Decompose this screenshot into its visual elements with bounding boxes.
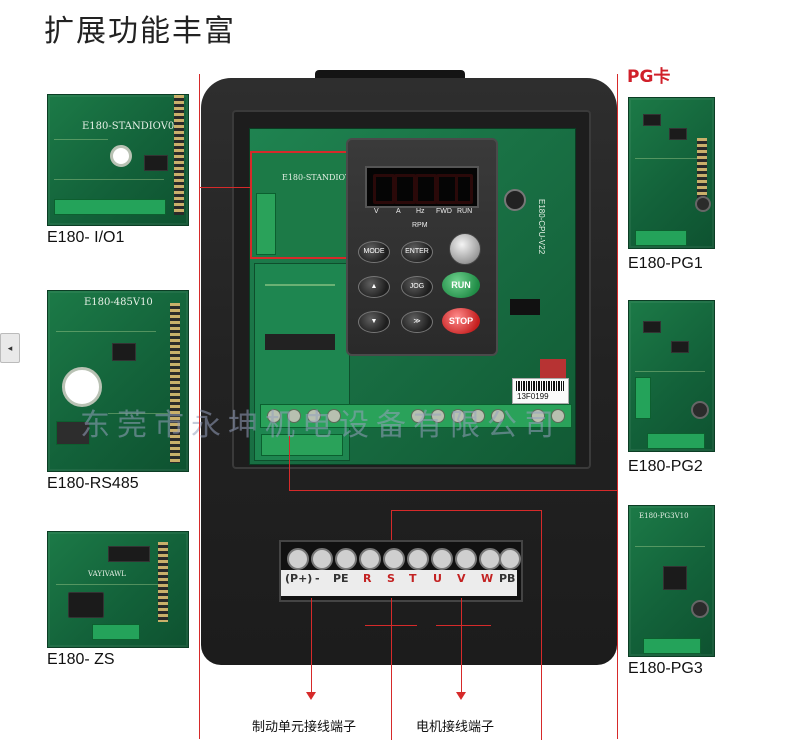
board-io1-mount-hole — [110, 145, 132, 167]
motor-arrow-icon — [456, 692, 466, 700]
board-pg2 — [628, 300, 715, 452]
guide-line-pg-drop — [289, 436, 290, 490]
indicator-fwd: FWD — [436, 208, 452, 215]
down-key[interactable]: ▼ — [358, 311, 390, 333]
guide-line-brake-box — [365, 625, 417, 626]
board-pg1-capacitor — [695, 196, 711, 212]
barcode-icon — [516, 381, 564, 391]
inset-lower-board — [254, 263, 350, 461]
board-io1-chip — [144, 155, 168, 171]
inset-io-silk: E180-STANDIOV01 — [282, 173, 361, 182]
indicator-hz: Hz — [416, 208, 425, 215]
board-rs485-label: E180-RS485 — [47, 475, 139, 492]
terminal-p-plus: (P+) — [285, 572, 313, 585]
board-io1-silk: E180-STANDIOV01 — [82, 121, 181, 132]
board-pg3: E180-PG3V10 — [628, 505, 715, 657]
jog-key[interactable]: JOG — [401, 276, 433, 298]
terminal-pe: PE — [333, 572, 349, 585]
power-terminal-labels: (P+) - PE R S T U V W PB — [281, 570, 517, 596]
rpm-label: RPM — [412, 222, 428, 229]
guide-line-power-left — [391, 510, 392, 540]
board-zs-silk: VAYIVAWL — [88, 570, 126, 578]
indicator-v: V — [374, 208, 379, 215]
board-zs-terminal-block — [92, 624, 140, 640]
page-heading: 扩展功能丰富 — [44, 14, 236, 49]
guide-line-power-top — [391, 510, 541, 511]
board-io1-terminal-block — [54, 199, 166, 215]
side-scroll-handle[interactable]: ◂ — [0, 333, 20, 363]
guide-line-input — [391, 598, 392, 740]
board-zs: VAYIVAWL — [47, 531, 189, 648]
company-watermark: 东莞市永坤机电设备有限公司 — [80, 408, 561, 443]
indicator-a: A — [396, 208, 401, 215]
board-pg3-silk: E180-PG3V10 — [639, 512, 689, 520]
brake-arrow-icon — [306, 692, 316, 700]
guide-line-io-link — [199, 187, 251, 188]
brake-terminal-label: 制动单元接线端子 — [252, 720, 357, 735]
board-io1-label: E180- I/O1 — [47, 229, 125, 246]
terminal-s: S — [387, 572, 395, 585]
board-pg2-label: E180-PG2 — [628, 458, 703, 475]
terminal-minus: - — [315, 572, 320, 585]
inset-io-board: E180-STANDIOV01 — [250, 151, 361, 259]
board-pg1-label: E180-PG1 — [628, 255, 703, 272]
board-zs-chip — [108, 546, 150, 562]
barcode-sticker: 13F0199 — [512, 378, 569, 404]
motor-terminal-label: 电机接线端子 — [416, 720, 495, 735]
board-pg3-capacitor — [691, 600, 709, 618]
guide-line-right — [617, 74, 618, 739]
board-zs-transformer — [68, 592, 104, 618]
board-zs-label: E180- ZS — [47, 651, 115, 668]
indicator-run: RUN — [457, 208, 473, 215]
stop-key[interactable]: STOP — [442, 308, 480, 334]
barcode-text: 13F0199 — [517, 392, 549, 401]
pg-card-heading: PG卡 — [627, 67, 671, 87]
board-rs485-chip — [112, 343, 136, 361]
speed-knob[interactable] — [449, 233, 481, 265]
board-pg2-capacitor — [691, 401, 709, 419]
enter-key[interactable]: ENTER — [401, 241, 433, 263]
guide-line-power-right — [541, 510, 542, 740]
up-key[interactable]: ▲ — [358, 276, 390, 298]
board-pg3-label: E180-PG3 — [628, 660, 703, 677]
board-pg1 — [628, 97, 715, 249]
board-rs485-silk: E180-485V10 — [84, 297, 153, 308]
shift-key[interactable]: ≫ — [401, 311, 433, 333]
guide-line-motor-box — [436, 625, 491, 626]
board-io1-header — [174, 95, 184, 215]
terminal-v: V — [457, 572, 466, 585]
terminal-r: R — [363, 572, 372, 585]
keypad-led-display — [365, 166, 479, 208]
mode-key[interactable]: MODE — [358, 241, 390, 263]
control-terminal-strip — [260, 404, 572, 428]
cpu-board-silk: E180-CPU-V22 — [537, 199, 546, 255]
guide-line-pg-link — [289, 490, 617, 491]
guide-line-motor — [461, 598, 462, 692]
board-rs485-header — [170, 303, 180, 463]
board-io1: E180-STANDIOV01 — [47, 94, 189, 226]
board-zs-header — [158, 542, 168, 622]
run-key[interactable]: RUN — [442, 272, 480, 298]
board-rs485: E180-485V10 — [47, 290, 189, 472]
guide-line-left — [199, 74, 200, 739]
terminal-t: T — [409, 572, 417, 585]
board-rs485-mount-hole — [62, 367, 102, 407]
terminal-w: W — [481, 572, 494, 585]
terminal-u: U — [433, 572, 442, 585]
board-rs485-terminal-block — [56, 421, 90, 445]
guide-line-brake — [311, 598, 312, 692]
terminal-pb: PB — [499, 572, 516, 585]
